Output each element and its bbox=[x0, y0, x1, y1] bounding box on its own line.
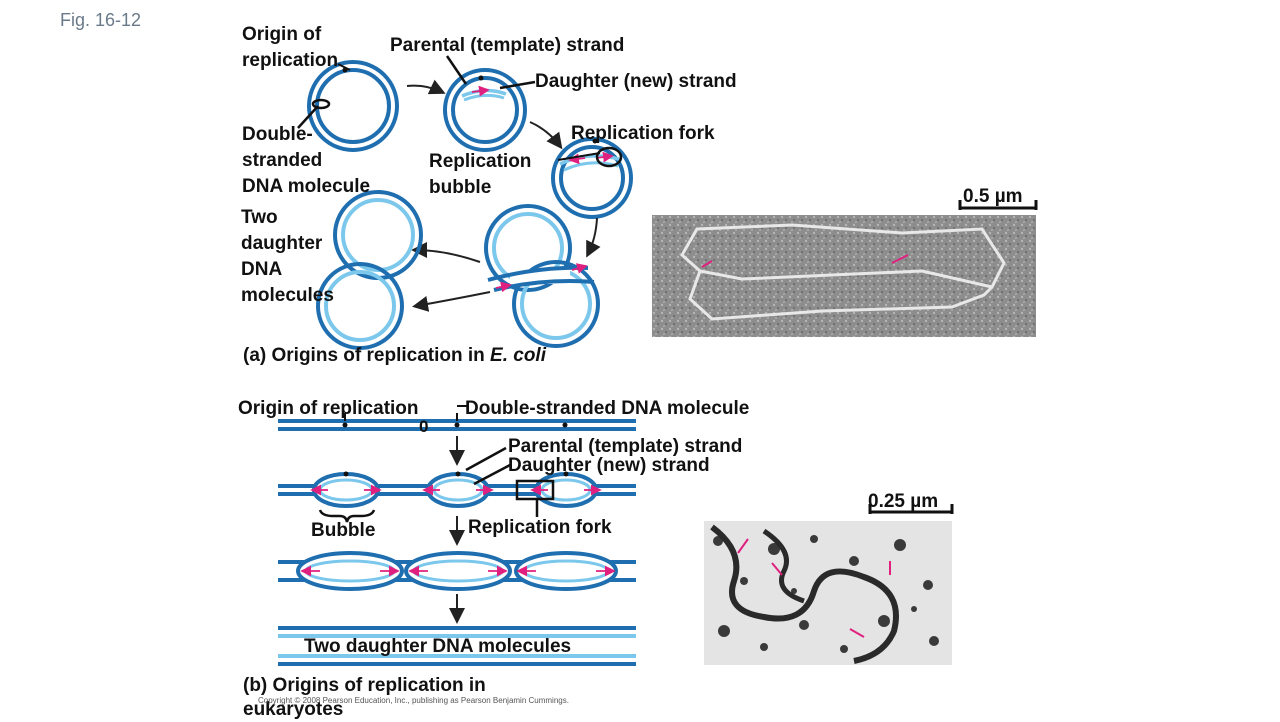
caption-a-text: (a) Origins of replication in bbox=[243, 345, 491, 366]
parental-strand-label-b: Parental (template) strand bbox=[508, 436, 743, 457]
replication-fork-label-a: Replication fork bbox=[571, 123, 715, 144]
linear-dna-merging bbox=[278, 551, 636, 591]
circular-dna-4 bbox=[484, 204, 600, 348]
origin-label-b: Origin of replication bbox=[238, 398, 419, 419]
linear-dna-bubbles bbox=[278, 446, 636, 523]
origin-label-a-line2: replication bbox=[242, 50, 339, 71]
daughter-strand-label-b: Daughter (new) strand bbox=[508, 455, 710, 476]
two-daughter-label-a-line2: daughter bbox=[241, 233, 323, 254]
ds-dna-label-a: Double- stranded DNA molecule bbox=[242, 122, 370, 200]
replication-bubble-label-a: Replication bubble bbox=[429, 149, 531, 201]
caption-a-italic: E. coli bbox=[490, 345, 546, 366]
parental-strand-label-a: Parental (template) strand bbox=[390, 35, 625, 56]
two-daughter-label-a-line4: molecules bbox=[241, 285, 334, 306]
figure-label: Fig. 16-12 bbox=[60, 10, 142, 30]
ds-dna-label-a-line2: stranded bbox=[242, 150, 323, 171]
linear-dna-top bbox=[278, 405, 636, 431]
ds-dna-label-b: Double-stranded DNA molecule bbox=[465, 398, 750, 419]
circular-dna-3 bbox=[551, 137, 633, 219]
origin-mark-b: 0 bbox=[419, 417, 429, 436]
bubble-label-b: Bubble bbox=[311, 520, 376, 541]
origin-label-a-line1: Origin of bbox=[242, 24, 322, 45]
two-daughter-label-a-line1: Two bbox=[241, 207, 278, 228]
scale-label-b: 0.25 µm bbox=[868, 491, 939, 512]
caption-b-line1: (b) Origins of replication in bbox=[243, 675, 486, 696]
two-daughter-label-a-line3: DNA bbox=[241, 259, 283, 280]
replication-bubble-label-a-line1: Replication bbox=[429, 151, 532, 172]
two-daughter-label-b: Two daughter DNA molecules bbox=[304, 636, 572, 657]
replication-bubble-label-a-line2: bubble bbox=[429, 177, 492, 198]
origin-label-a: Origin of replication bbox=[242, 22, 338, 74]
daughter-strand-label-a: Daughter (new) strand bbox=[535, 71, 737, 92]
caption-a: (a) Origins of replication in E. coli bbox=[243, 344, 593, 368]
replication-fork-label-b: Replication fork bbox=[468, 517, 612, 538]
ds-dna-label-a-line3: DNA molecule bbox=[242, 176, 371, 197]
copyright-notice: Copyright © 2008 Pearson Education, Inc.… bbox=[258, 696, 569, 705]
scale-label-a: 0.5 µm bbox=[963, 186, 1023, 207]
micrograph-eukaryote bbox=[704, 521, 952, 665]
daughter-circle-2 bbox=[316, 262, 404, 350]
linear-daughters bbox=[278, 626, 636, 666]
two-daughter-label-a: Two daughter DNA molecules bbox=[241, 205, 334, 309]
caption-b-line2: eukaryotes bbox=[243, 699, 344, 720]
caption-b: (b) Origins of replication in eukaryotes bbox=[243, 674, 486, 722]
ds-dna-label-a-line1: Double- bbox=[242, 124, 313, 145]
circular-dna-2 bbox=[443, 68, 527, 152]
micrograph-ecoli bbox=[652, 215, 1036, 337]
